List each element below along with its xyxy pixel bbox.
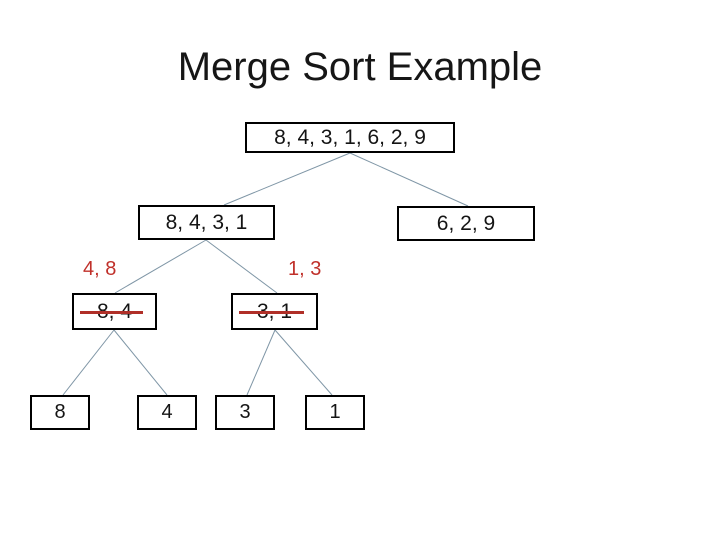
merge-result-label-right: 1, 3 [288, 258, 322, 280]
tree-leaf-4: 4 [137, 395, 197, 430]
tree-node-crossed-3-1: 3, 1 [231, 293, 318, 330]
connector-crossedright-to-leaf3 [246, 329, 276, 396]
tree-leaf-3: 3 [215, 395, 275, 430]
connector-l2left-to-crossedleft [114, 239, 207, 294]
connector-crossedright-to-leaf1 [274, 329, 333, 396]
connector-l2left-to-crossedright [205, 239, 278, 294]
slide-title: Merge Sort Example [177, 45, 543, 89]
tree-leaf-8: 8 [30, 395, 90, 430]
tree-leaf-1: 1 [305, 395, 365, 430]
connector-crossedleft-to-leaf4 [113, 329, 168, 396]
strikethrough-line [238, 310, 304, 314]
connector-root-to-right [349, 152, 469, 207]
merge-result-label-left: 4, 8 [83, 258, 117, 280]
connector-root-to-left [223, 152, 351, 206]
tree-node-crossed-8-4: 8, 4 [72, 293, 157, 330]
connector-crossedleft-to-leaf8 [62, 329, 115, 396]
tree-node-right-half: 6, 2, 9 [397, 206, 535, 241]
tree-node-left-half: 8, 4, 3, 1 [138, 205, 275, 240]
strikethrough-line [79, 310, 143, 314]
tree-node-root: 8, 4, 3, 1, 6, 2, 9 [245, 122, 455, 153]
